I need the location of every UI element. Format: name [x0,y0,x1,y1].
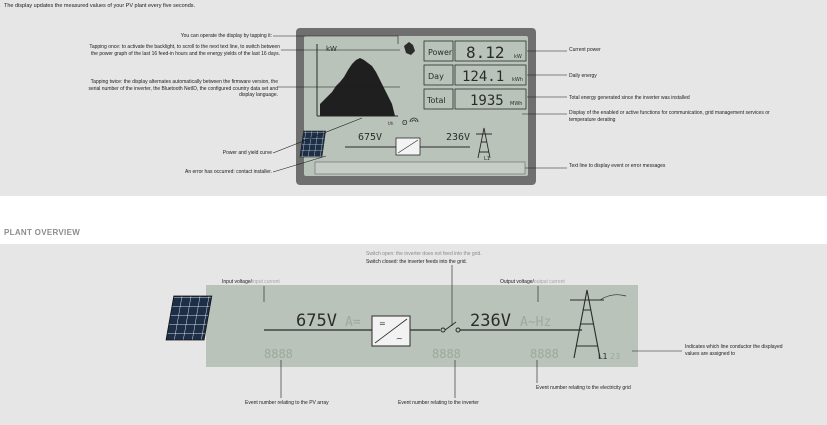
switch-open-label: Switch open: the inverter does not feed … [366,251,482,257]
total-energy-label: Total energy generated since the inverte… [569,95,690,101]
input-voltage-label: Input voltage/input current [222,279,280,285]
tap-twice-label: Tapping twice: the display alternates au… [88,79,278,98]
event-pv-label: Event number relating to the PV array [245,400,329,406]
error-label: An error has occurred: contact installer… [185,169,272,175]
bottom-panel [0,244,827,425]
line-conductor-label: Indicates which line conductor the displ… [685,344,783,357]
section-title: PLANT OVERVIEW [4,228,81,237]
event-inverter-label: Event number relating to the inverter [398,400,479,406]
tap-once-label: Tapping once: to activate the backlight,… [89,44,280,57]
event-grid-label: Event number relating to the electricity… [536,385,631,391]
tap-label: You can operate the display by tapping i… [180,33,272,39]
functions-label: Display of the enabled or active functio… [569,110,770,123]
switch-closed-label: Switch closed: the inverter feeds into t… [366,259,467,265]
daily-energy-label: Daily energy [569,73,597,79]
intro-text: The display updates the measured values … [4,3,196,9]
output-voltage-label: Output voltage/output current [500,279,565,285]
current-power-label: Current power [569,47,601,53]
curve-label: Power and yield curve [222,150,272,156]
text-line-label: Text line to display event or error mess… [569,163,666,169]
